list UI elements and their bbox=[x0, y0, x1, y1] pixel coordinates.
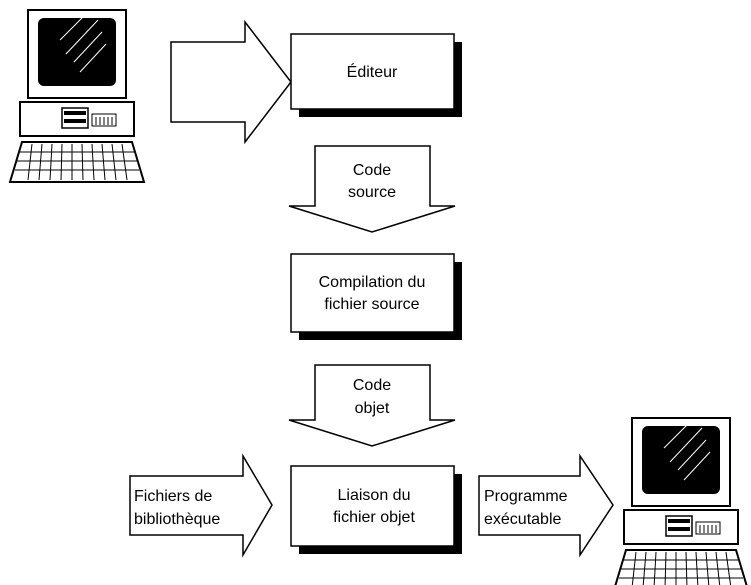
executable-label-line2: exécutable bbox=[484, 511, 561, 528]
compile-label-line2: fichier source bbox=[324, 296, 419, 313]
executable-label-line1: Programme bbox=[484, 488, 568, 505]
arrow-source-code: Code source bbox=[288, 145, 456, 233]
arrow-executable: Programme exécutable bbox=[478, 453, 614, 558]
link-label-line2: fichier objet bbox=[333, 509, 415, 526]
arrow-libraries: Fichiers de bibliothèque bbox=[129, 453, 273, 558]
compile-label-line1: Compilation du bbox=[319, 274, 426, 291]
object-code-label-line1: Code bbox=[353, 377, 391, 394]
input-computer-icon bbox=[9, 9, 145, 183]
compile-box: Compilation du fichier source bbox=[290, 253, 462, 340]
editor-label: Éditeur bbox=[347, 62, 398, 81]
libraries-label-line1: Fichiers de bbox=[134, 488, 212, 505]
source-code-label-line2: source bbox=[348, 184, 396, 201]
arrow-to-editor bbox=[170, 19, 292, 145]
editor-box: Éditeur bbox=[290, 33, 462, 117]
object-code-label-line2: objet bbox=[355, 400, 390, 417]
link-label-line1: Liaison du bbox=[338, 487, 411, 504]
output-computer-icon bbox=[613, 417, 749, 585]
source-code-label-line1: Code bbox=[353, 162, 391, 179]
link-box: Liaison du fichier objet bbox=[290, 465, 462, 554]
arrow-object-code: Code objet bbox=[288, 364, 456, 447]
libraries-label-line2: bibliothèque bbox=[134, 511, 220, 528]
